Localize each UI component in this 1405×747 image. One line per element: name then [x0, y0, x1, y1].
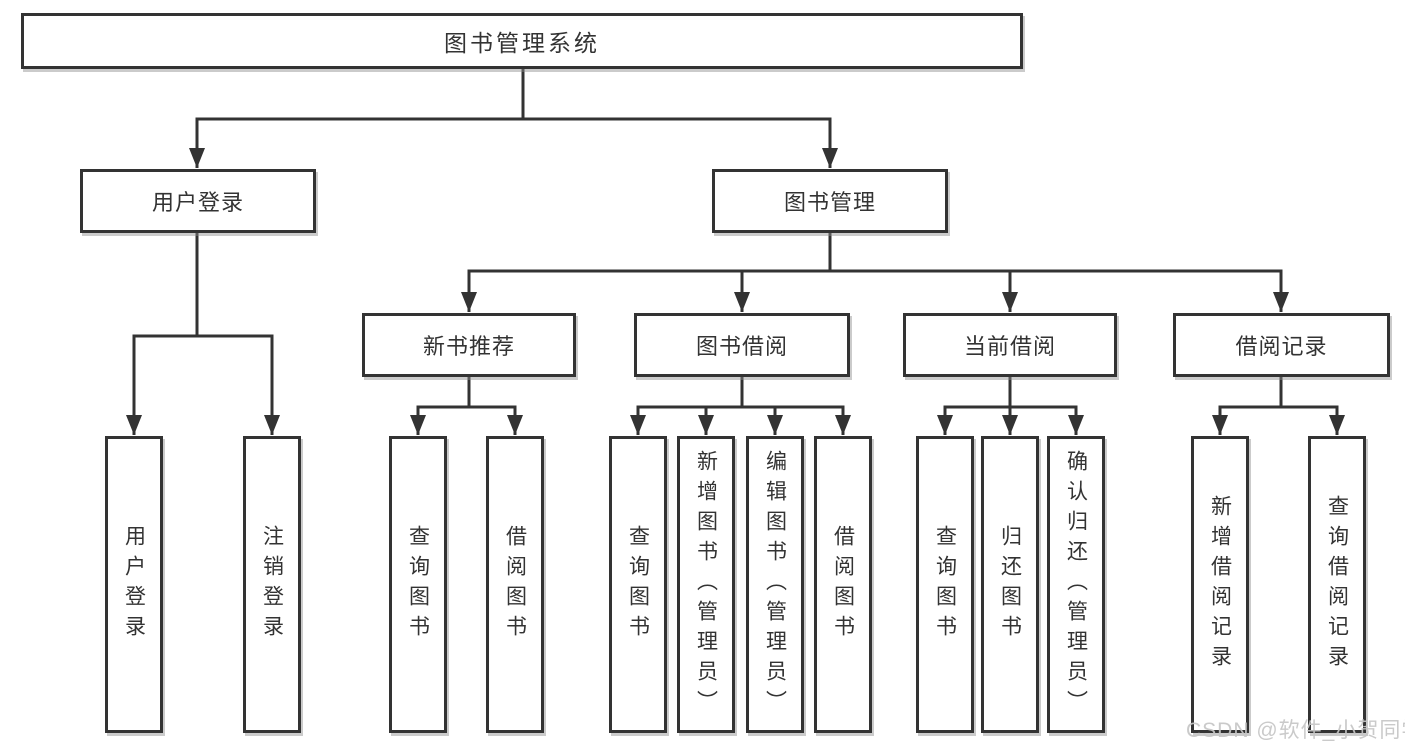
leaf-borrowing-query: 查询图书: [609, 436, 667, 733]
node-new-book-recommend-label: 新书推荐: [422, 334, 515, 359]
node-book-borrowing: 图书借阅: [634, 313, 850, 377]
leaf-current-confirm-admin-label: 确认归还（管理员）: [1064, 449, 1088, 720]
leaf-borrowing-borrow-label: 借阅图书: [831, 524, 855, 645]
leaf-borrowing-edit-admin-label: 编辑图书（管理员）: [763, 449, 787, 720]
node-book-borrowing-label: 图书借阅: [695, 334, 788, 359]
leaf-records-query: 查询借阅记录: [1308, 436, 1366, 733]
node-root: 图书管理系统: [21, 13, 1023, 69]
leaf-records-add-label: 新增借阅记录: [1208, 494, 1232, 675]
leaf-new-books-query-label: 查询图书: [406, 524, 430, 645]
leaf-new-books-borrow-label: 借阅图书: [503, 524, 527, 645]
node-book-management: 图书管理: [712, 169, 948, 233]
node-current-borrowing: 当前借阅: [903, 313, 1117, 377]
node-book-management-label: 图书管理: [783, 190, 876, 215]
leaf-borrowing-borrow: 借阅图书: [814, 436, 872, 733]
node-borrowing-records-label: 借阅记录: [1235, 334, 1328, 359]
leaf-current-query: 查询图书: [916, 436, 974, 733]
leaf-logout: 注销登录: [243, 436, 301, 733]
node-current-borrowing-label: 当前借阅: [963, 334, 1056, 359]
leaf-borrowing-add-admin-label: 新增图书（管理员）: [694, 449, 718, 720]
node-new-book-recommend: 新书推荐: [362, 313, 576, 377]
node-borrowing-records: 借阅记录: [1173, 313, 1390, 377]
leaf-new-books-borrow: 借阅图书: [486, 436, 544, 733]
leaf-current-return: 归还图书: [981, 436, 1039, 733]
leaf-borrowing-query-label: 查询图书: [626, 524, 650, 645]
leaf-borrowing-add-admin: 新增图书（管理员）: [677, 436, 735, 733]
watermark: CSDN @软件_小贺同学: [1186, 719, 1405, 742]
node-user-login: 用户登录: [80, 169, 316, 233]
leaf-user-login-label: 用户登录: [122, 524, 146, 645]
leaf-borrowing-edit-admin: 编辑图书（管理员）: [746, 436, 804, 733]
leaf-logout-label: 注销登录: [260, 524, 284, 645]
leaf-records-query-label: 查询借阅记录: [1325, 494, 1349, 675]
node-user-login-label: 用户登录: [151, 190, 244, 215]
leaf-user-login: 用户登录: [105, 436, 163, 733]
leaf-new-books-query: 查询图书: [389, 436, 447, 733]
leaf-records-add: 新增借阅记录: [1191, 436, 1249, 733]
leaf-current-query-label: 查询图书: [933, 524, 957, 645]
leaf-current-confirm-admin: 确认归还（管理员）: [1047, 436, 1105, 733]
leaf-current-return-label: 归还图书: [998, 524, 1022, 645]
node-root-label: 图书管理系统: [444, 30, 600, 56]
